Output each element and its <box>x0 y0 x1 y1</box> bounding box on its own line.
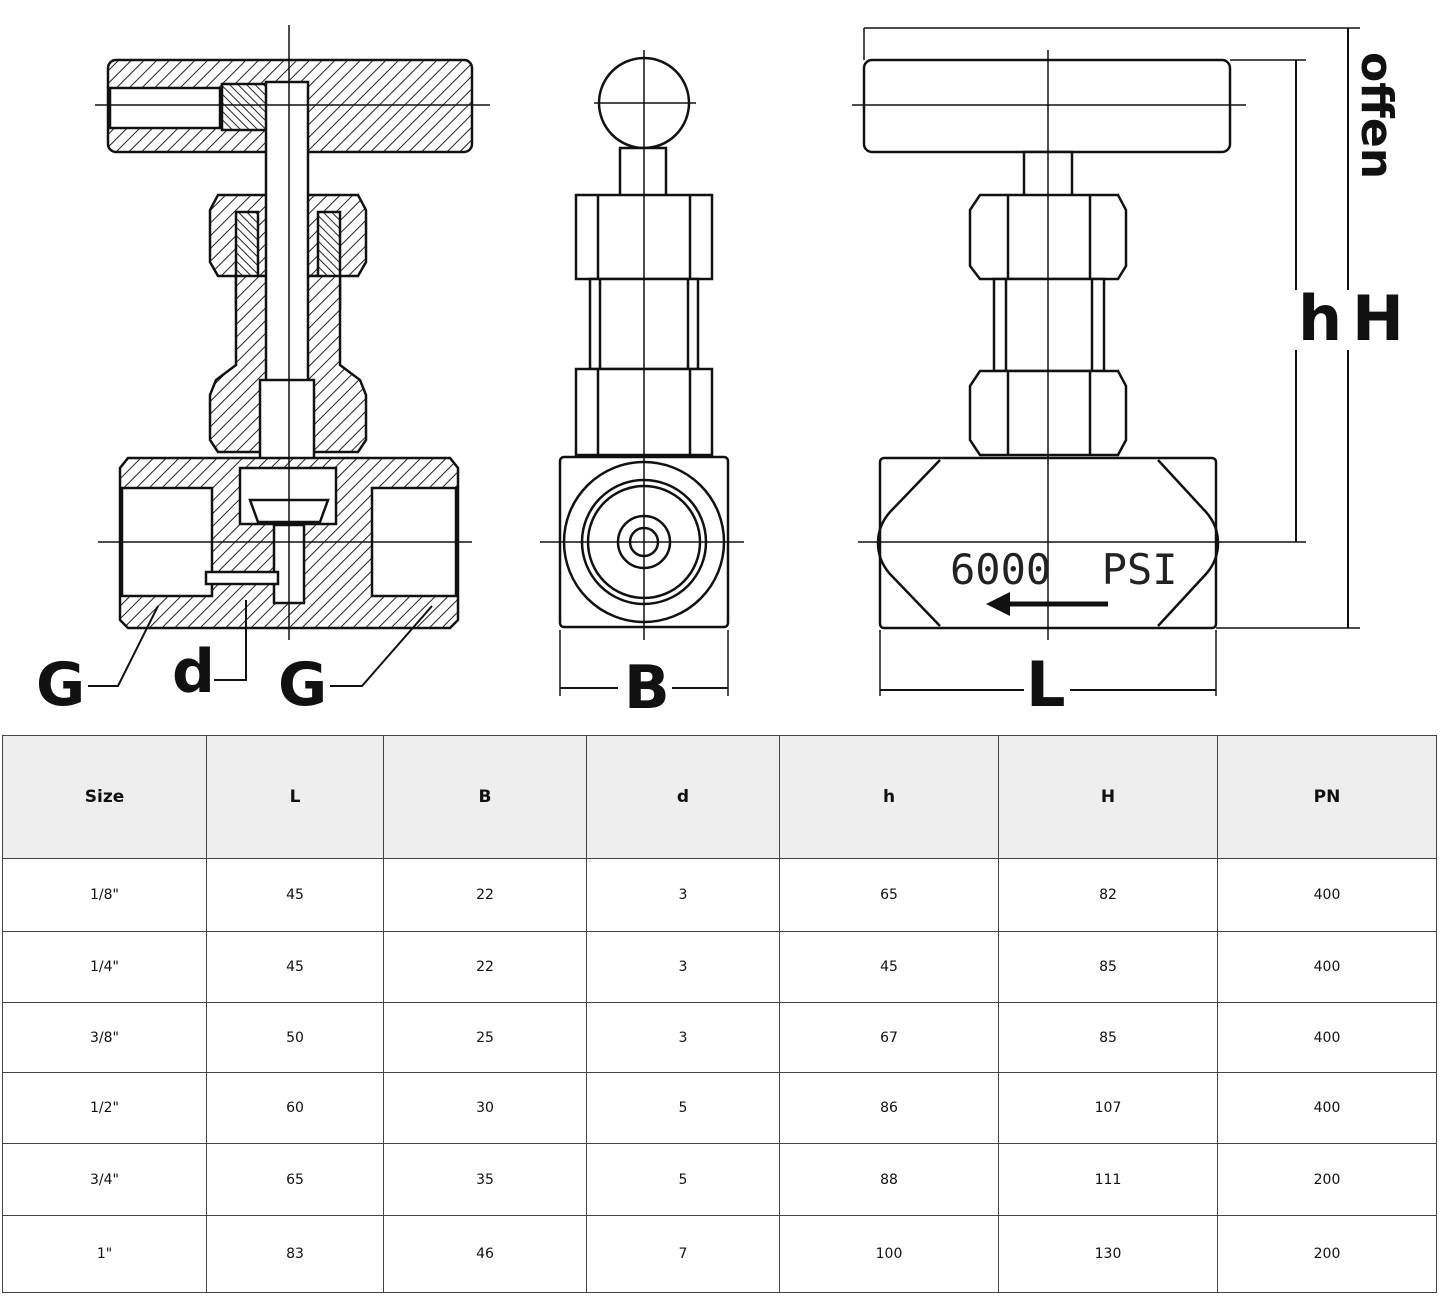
front-handle <box>862 58 1232 154</box>
cell-h-large: 111 <box>998 1143 1218 1216</box>
cell-h-small: 65 <box>779 858 999 932</box>
table-row: 1/2" 60 30 5 86 107 400 <box>2 1072 1437 1144</box>
cell-l: 83 <box>206 1215 384 1293</box>
table-header-row: Size L B d h H PN <box>2 735 1437 859</box>
cell-d: 5 <box>586 1143 780 1216</box>
cell-b: 22 <box>383 858 587 932</box>
label-d: d <box>172 637 215 707</box>
cell-h-large: 130 <box>998 1215 1218 1293</box>
header-b: B <box>383 735 587 859</box>
cell-l: 50 <box>206 1002 384 1073</box>
cell-d: 3 <box>586 858 780 932</box>
label-h-small: h <box>1298 282 1342 355</box>
table-row: 1/8" 45 22 3 65 82 400 <box>2 858 1437 932</box>
cell-l: 45 <box>206 931 384 1003</box>
cell-pn: 400 <box>1217 1072 1437 1144</box>
cell-b: 46 <box>383 1215 587 1293</box>
cell-b: 30 <box>383 1072 587 1144</box>
header-l: L <box>206 735 384 859</box>
cell-size: 3/4" <box>2 1143 207 1216</box>
cell-h-large: 85 <box>998 1002 1218 1073</box>
section-view <box>88 25 490 687</box>
cell-pn: 200 <box>1217 1143 1437 1216</box>
cell-h-small: 88 <box>779 1143 999 1216</box>
header-pn: PN <box>1217 735 1437 859</box>
cell-size: 1/2" <box>2 1072 207 1144</box>
cell-size: 1" <box>2 1215 207 1293</box>
section-stem <box>264 80 310 384</box>
side-view <box>540 50 744 696</box>
cell-pn: 200 <box>1217 1215 1437 1293</box>
cell-b: 35 <box>383 1143 587 1216</box>
cell-size: 3/8" <box>2 1002 207 1073</box>
cell-h-small: 100 <box>779 1215 999 1293</box>
cell-l: 60 <box>206 1072 384 1144</box>
table-row: 1" 83 46 7 100 130 200 <box>2 1215 1437 1293</box>
cell-d: 3 <box>586 931 780 1003</box>
label-b: B <box>624 653 670 723</box>
header-h-small: h <box>779 735 999 859</box>
valve-technical-drawing: G d G B <box>36 25 1404 723</box>
cell-h-large: 107 <box>998 1072 1218 1144</box>
pressure-marking: 6000 PSI <box>950 545 1178 594</box>
cell-h-large: 85 <box>998 931 1218 1003</box>
table-row: 3/4" 65 35 5 88 111 200 <box>2 1143 1437 1216</box>
label-l: L <box>1026 648 1066 721</box>
label-g-right: G <box>278 650 327 720</box>
cell-d: 5 <box>586 1072 780 1144</box>
cell-b: 22 <box>383 931 587 1003</box>
table-row: 3/8" 50 25 3 67 85 400 <box>2 1002 1437 1073</box>
cell-pn: 400 <box>1217 1002 1437 1073</box>
cell-h-small: 45 <box>779 931 999 1003</box>
cell-d: 7 <box>586 1215 780 1293</box>
front-view <box>852 27 1360 696</box>
cell-l: 45 <box>206 858 384 932</box>
header-h-large: H <box>998 735 1218 859</box>
header-d: d <box>586 735 780 859</box>
cell-size: 1/8" <box>2 858 207 932</box>
dimension-table: Size L B d h H PN 1/8" 45 22 3 65 82 400… <box>2 735 1437 1293</box>
cell-h-small: 86 <box>779 1072 999 1144</box>
cell-pn: 400 <box>1217 858 1437 932</box>
label-h-large: H <box>1352 282 1404 355</box>
cell-b: 25 <box>383 1002 587 1073</box>
cell-h-large: 82 <box>998 858 1218 932</box>
cell-size: 1/4" <box>2 931 207 1003</box>
label-g-left: G <box>36 650 85 720</box>
cell-l: 65 <box>206 1143 384 1216</box>
label-offen: offen <box>1351 52 1402 179</box>
cell-pn: 400 <box>1217 931 1437 1003</box>
cell-h-small: 67 <box>779 1002 999 1073</box>
cell-d: 3 <box>586 1002 780 1073</box>
table-row: 1/4" 45 22 3 45 85 400 <box>2 931 1437 1003</box>
header-size: Size <box>2 735 207 859</box>
